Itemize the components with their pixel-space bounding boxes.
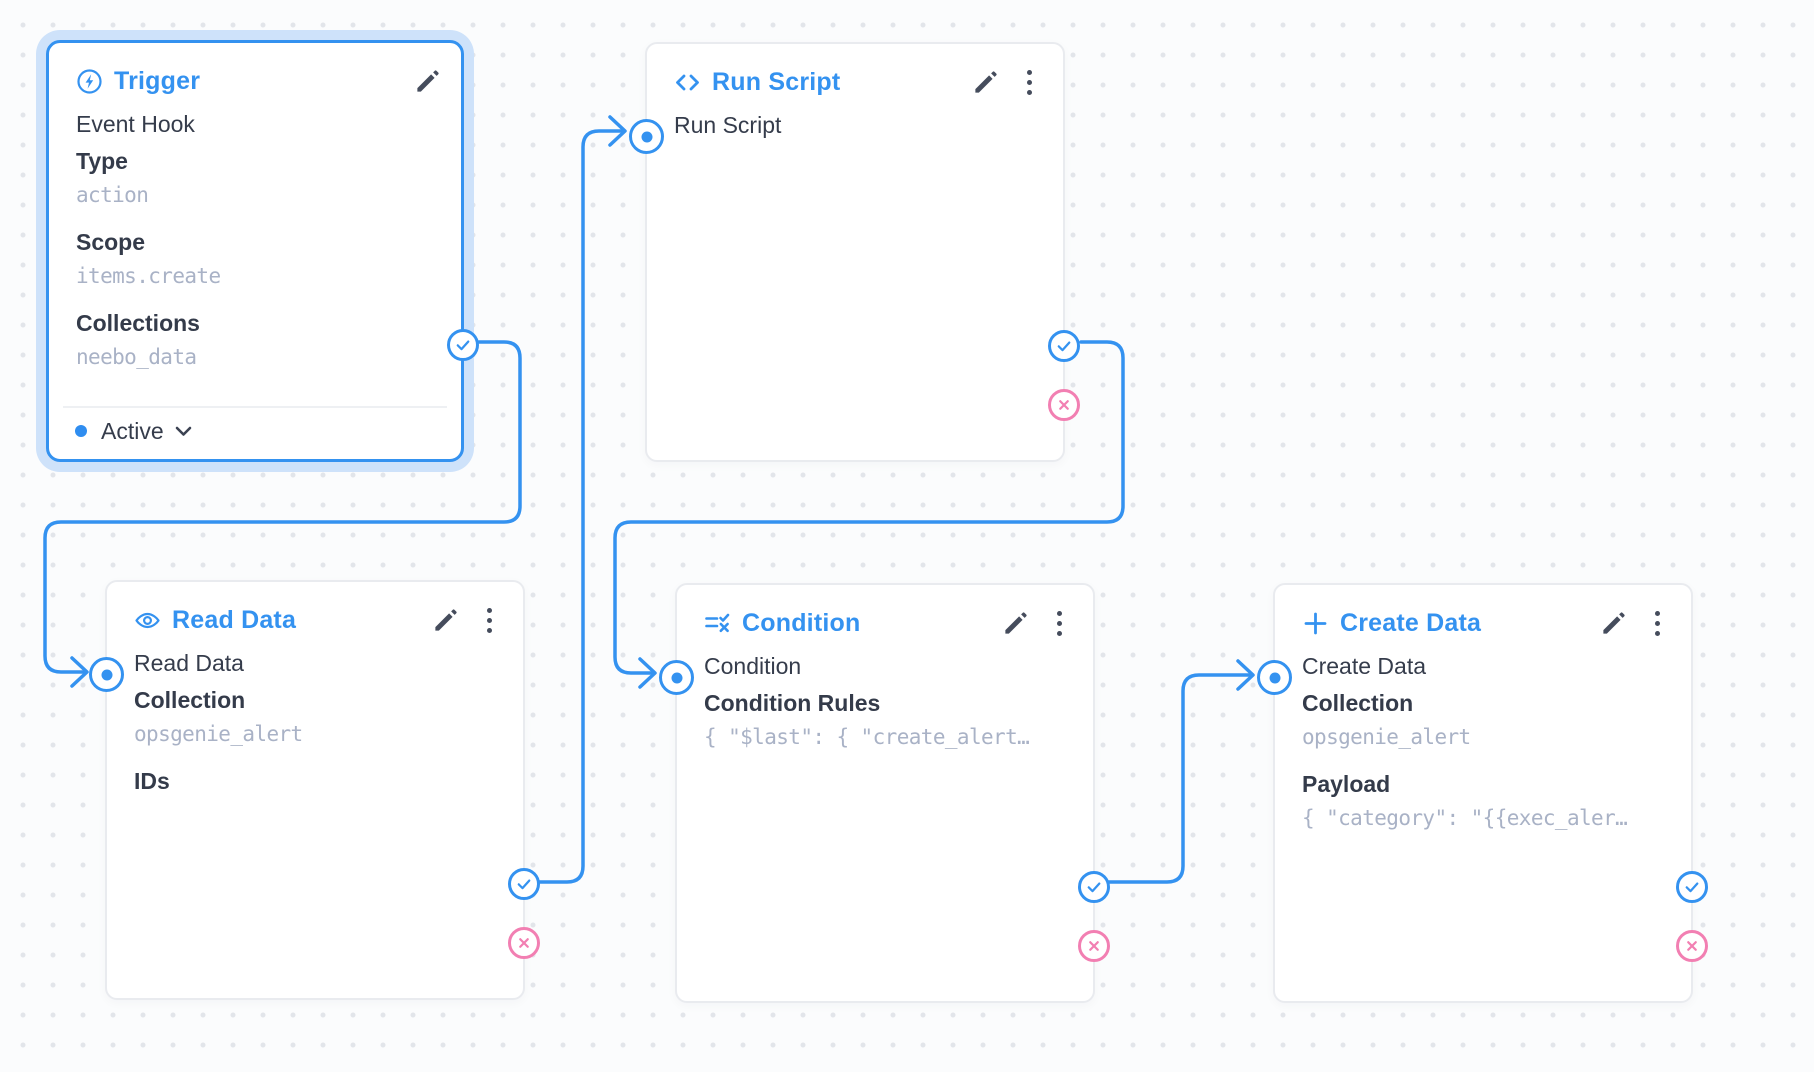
edit-pencil-icon[interactable]	[972, 69, 999, 96]
reject-handle[interactable]	[1048, 389, 1080, 421]
node-run-script[interactable]: Run Script Run Script	[629, 42, 1080, 462]
read-data-body: Read Data Collection opsgenie_alert IDs	[107, 635, 523, 795]
node-title: Read Data	[172, 606, 297, 634]
operation-label: Run Script	[674, 112, 782, 138]
field-label: IDs	[134, 768, 170, 794]
resolve-handle[interactable]	[1078, 871, 1110, 903]
condition-body: Condition Condition Rules { "$last": { "…	[677, 638, 1093, 751]
operation-label: Condition	[704, 653, 802, 679]
input-handle[interactable]	[629, 119, 664, 154]
resolve-handle[interactable]	[508, 868, 540, 900]
trigger-status-toggle[interactable]: Active	[49, 403, 461, 459]
connection-run-script-to-condition	[613, 340, 1125, 675]
arrowhead-run-script	[608, 115, 627, 147]
footer-divider	[63, 406, 447, 408]
input-handle[interactable]	[89, 657, 124, 692]
trigger-body: Event Hook Type action Scope items.creat…	[49, 96, 461, 371]
kebab-menu-icon[interactable]	[1016, 69, 1043, 96]
input-handle[interactable]	[659, 660, 694, 695]
edit-pencil-icon[interactable]	[1002, 610, 1029, 637]
field-label: Payload	[1302, 771, 1391, 797]
node-title: Trigger	[114, 67, 201, 95]
run-script-header: Run Script	[647, 44, 1063, 97]
node-trigger[interactable]: Trigger Event Hook Type action Scope ite…	[46, 40, 479, 462]
kebab-menu-icon[interactable]	[1644, 610, 1671, 637]
field-label: Type	[76, 148, 128, 174]
trigger-header: Trigger	[49, 43, 461, 96]
kebab-menu-icon[interactable]	[1046, 610, 1073, 637]
status-label: Active	[101, 417, 164, 444]
field-label: Collection	[1302, 690, 1414, 716]
field-value: items.create	[76, 264, 221, 288]
arrowhead-condition	[638, 657, 657, 689]
field-label: Scope	[76, 229, 146, 255]
status-dot	[75, 425, 87, 437]
field-label: Collections	[76, 310, 200, 336]
connection-read-data-to-run-script	[537, 129, 624, 884]
field-label: Condition Rules	[704, 690, 881, 716]
operation-label: Read Data	[134, 650, 244, 676]
edit-pencil-icon[interactable]	[1600, 610, 1627, 637]
bolt-icon	[76, 68, 103, 95]
edit-pencil-icon[interactable]	[432, 607, 459, 634]
eye-icon	[134, 607, 161, 634]
operation-label: Create Data	[1302, 653, 1427, 679]
reject-handle[interactable]	[1676, 930, 1708, 962]
condition-header: Condition	[677, 585, 1093, 638]
field-value: { "category": "{{exec_aler…	[1302, 806, 1628, 830]
rule-icon	[704, 610, 731, 637]
connection-condition-to-create-data	[1107, 673, 1252, 884]
resolve-handle[interactable]	[1676, 871, 1708, 903]
kebab-menu-icon[interactable]	[476, 607, 503, 634]
reject-handle[interactable]	[508, 927, 540, 959]
field-value: neebo_data	[76, 345, 197, 369]
plus-icon	[1302, 610, 1329, 637]
node-title: Run Script	[712, 68, 841, 96]
node-title: Condition	[742, 609, 861, 637]
reject-handle[interactable]	[1078, 930, 1110, 962]
chevron-down-icon	[175, 426, 192, 437]
code-icon	[674, 69, 701, 96]
resolve-handle[interactable]	[447, 329, 479, 361]
node-read-data[interactable]: Read Data Read Data Collection opsgenie_…	[89, 580, 540, 1000]
node-title: Create Data	[1340, 609, 1482, 637]
input-handle[interactable]	[1257, 660, 1292, 695]
field-label: Collection	[134, 687, 246, 713]
field-value: opsgenie_alert	[134, 722, 303, 746]
resolve-handle[interactable]	[1048, 330, 1080, 362]
arrowhead-read-data	[70, 656, 89, 688]
run-script-body: Run Script	[647, 97, 1063, 139]
field-value: opsgenie_alert	[1302, 725, 1471, 749]
read-data-header: Read Data	[107, 582, 523, 635]
arrowhead-create-data	[1236, 659, 1255, 691]
create-data-header: Create Data	[1275, 585, 1691, 638]
edit-pencil-icon[interactable]	[414, 68, 441, 95]
connection-trigger-to-read-data	[43, 340, 522, 674]
node-condition[interactable]: Condition Condition Condition Rules { "$…	[659, 583, 1110, 1003]
create-data-body: Create Data Collection opsgenie_alert Pa…	[1275, 638, 1691, 832]
field-value: action	[76, 183, 149, 207]
node-create-data[interactable]: Create Data Create Data Collection opsge…	[1257, 583, 1708, 1003]
trigger-type-text: Event Hook	[76, 111, 195, 137]
field-value: { "$last": { "create_alert…	[704, 725, 1030, 749]
